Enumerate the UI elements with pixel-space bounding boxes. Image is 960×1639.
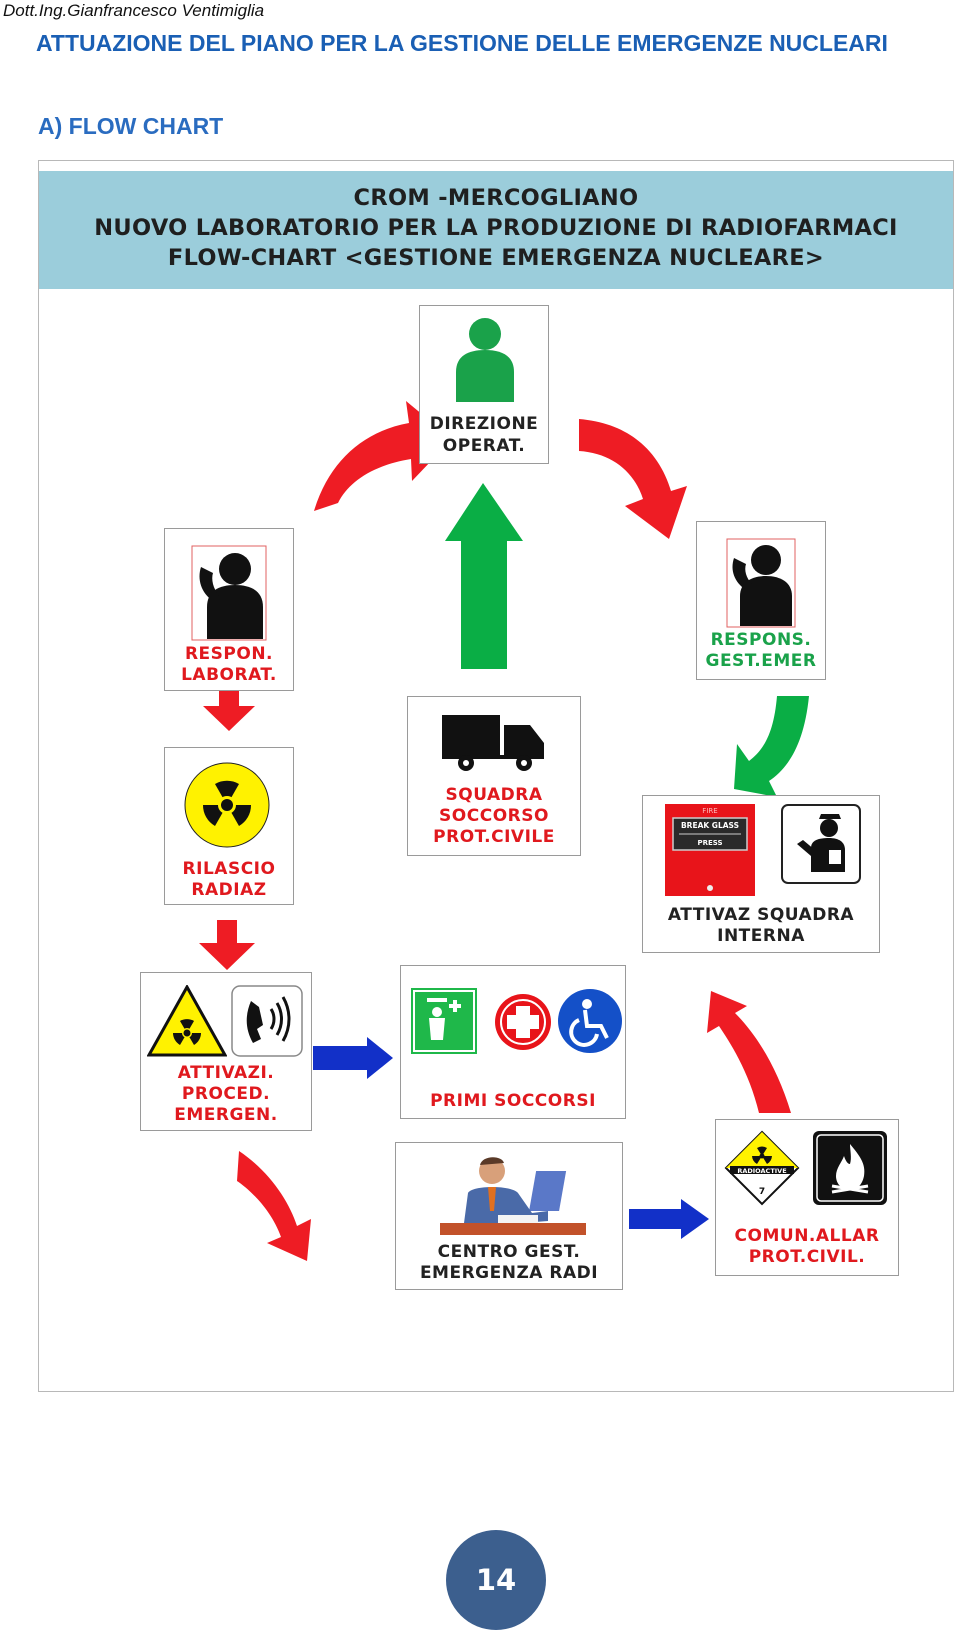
squadra-line-3: PROT.CIVILE (433, 827, 555, 847)
security-guard-icon (781, 804, 861, 884)
node-comun-allar-prot-civil: RADIOACTIVE 7 COMUN.ALLAR PROT.CIVIL. (715, 1119, 899, 1276)
node-centro-gest-emergenza: CENTRO GEST. EMERGENZA RADI (395, 1142, 623, 1290)
banner-line-2: NUOVO LABORATORIO PER LA PRODUZIONE DI R… (94, 215, 898, 241)
phone-ringing-icon (231, 985, 303, 1057)
break-glass-text: BREAK GLASS (681, 821, 739, 830)
node-attivazi-proced-emergen: ATTIVAZI. PROCED. EMERGEN. (140, 972, 312, 1131)
arrow-green-up (445, 483, 523, 669)
comun-line-2: PROT.CIVIL. (748, 1247, 866, 1267)
node-rilascio-radiaz: RILASCIO RADIAZ (164, 747, 294, 905)
page-number: 14 (446, 1530, 546, 1630)
author-name: Dott.Ing.Gianfrancesco Ventimiglia (3, 1, 265, 20)
first-aid-icon (495, 994, 551, 1050)
respon-gest-line-1: RESPONS. (710, 630, 812, 650)
wheelchair-icon (558, 989, 622, 1053)
node-direzione-operat: DIREZIONE OPERAT. (419, 305, 549, 464)
banner-line-3: FLOW-CHART <GESTIONE EMERGENZA NUCLEARE> (167, 245, 825, 271)
respon-lab-line-1: RESPON. (184, 644, 274, 664)
document-title: ATTUAZIONE DEL PIANO PER LA GESTIONE DEL… (36, 30, 888, 56)
phone-caller-icon (191, 545, 267, 641)
curved-arrow-red-bottom-left (237, 1151, 311, 1261)
operator-at-computer-icon (440, 1157, 586, 1235)
primi-soccorsi-label: PRIMI SOCCORSI (430, 1091, 596, 1111)
fire-alarm-icon: FIRE BREAK GLASS PRESS (665, 804, 755, 896)
attivazi-line-3: EMERGEN. (174, 1105, 278, 1125)
press-text: PRESS (697, 839, 722, 847)
direzione-line-2: OPERAT. (442, 436, 526, 456)
radioactive-placard-icon: RADIOACTIVE 7 (724, 1130, 800, 1206)
curved-arrow-green-right (734, 696, 809, 797)
attivaz-squadra-line-2: INTERNA (717, 926, 805, 946)
attivazi-line-1: ATTIVAZI. (177, 1063, 275, 1083)
attivaz-squadra-line-1: ATTIVAZ SQUADRA (667, 905, 855, 925)
direzione-line-1: DIREZIONE (429, 414, 539, 434)
arrow-red-down-1 (203, 687, 255, 731)
radiation-warning-triangle-icon (147, 985, 227, 1057)
phone-caller-icon (726, 538, 796, 628)
class-number-text: 7 (759, 1187, 765, 1197)
rilascio-line-2: RADIAZ (191, 880, 267, 900)
curved-arrow-red-top-left (314, 401, 452, 511)
section-heading: A) FLOW CHART (38, 113, 224, 139)
flowchart-banner: CROM -MERCOGLIANO NUOVO LABORATORIO PER … (39, 171, 953, 289)
radioactive-text: RADIOACTIVE (737, 1167, 786, 1175)
rilascio-line-1: RILASCIO (182, 859, 276, 879)
comun-line-1: COMUN.ALLAR (734, 1226, 880, 1246)
centro-line-2: EMERGENZA RADI (419, 1263, 599, 1283)
node-squadra-soccorso: SQUADRA SOCCORSO PROT.CIVILE (407, 696, 581, 856)
respon-lab-line-2: LABORAT. (181, 665, 277, 685)
node-respons-gest-emer: RESPONS. GEST.EMER (696, 521, 826, 680)
flammable-icon (813, 1131, 887, 1205)
centro-line-1: CENTRO GEST. (437, 1242, 581, 1262)
person-icon (456, 318, 514, 402)
squadra-line-2: SOCCORSO (439, 806, 549, 826)
node-primi-soccorsi: PRIMI SOCCORSI (400, 965, 626, 1119)
squadra-line-1: SQUADRA (445, 785, 543, 805)
fire-text: FIRE (702, 807, 717, 815)
banner-line-1: CROM -MERCOGLIANO (353, 185, 639, 211)
arrow-red-down-2 (199, 920, 255, 970)
node-attivaz-squadra-interna: FIRE BREAK GLASS PRESS ATTIVAZ SQUADRA I… (642, 795, 880, 953)
arrow-blue-right-2 (629, 1199, 709, 1239)
radiation-icon (184, 762, 270, 848)
truck-icon (442, 715, 544, 771)
curved-arrow-red-up (707, 991, 791, 1113)
attivazi-line-2: PROCED. (181, 1084, 271, 1104)
arrow-blue-right-1 (313, 1037, 393, 1079)
node-respon-laborat: RESPON. LABORAT. (164, 528, 294, 691)
emergency-shower-icon (411, 988, 477, 1054)
respon-gest-line-2: GEST.EMER (705, 651, 817, 671)
flow-arrows (199, 401, 809, 1261)
curved-arrow-red-top-right (579, 419, 687, 539)
flowchart-frame: CROM -MERCOGLIANO NUOVO LABORATORIO PER … (38, 160, 954, 1392)
